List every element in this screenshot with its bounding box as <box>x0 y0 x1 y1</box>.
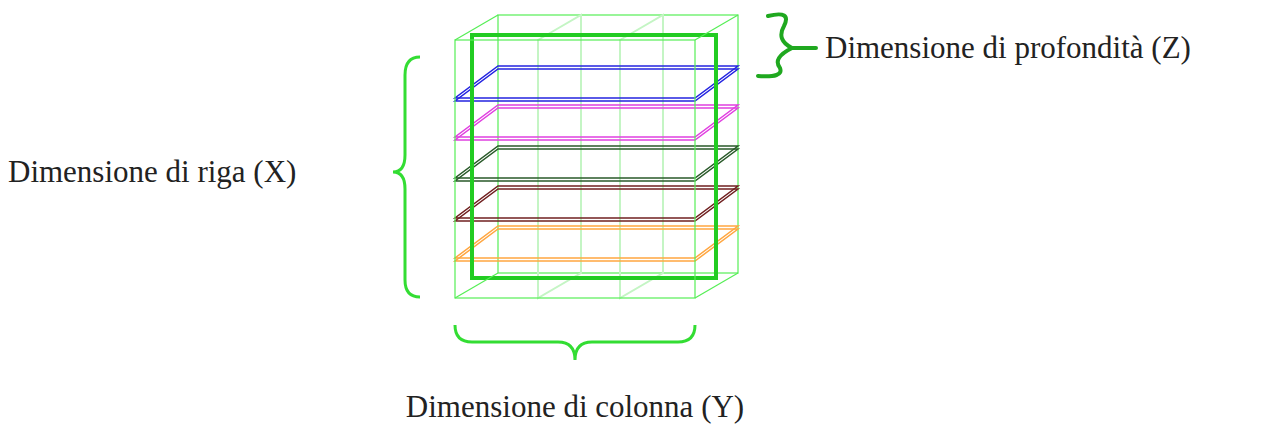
row-brace <box>393 57 420 297</box>
cube-back-face <box>498 15 738 273</box>
depth-slice <box>472 35 716 278</box>
depth-bracket <box>758 14 816 76</box>
cube-front-face <box>455 15 738 298</box>
axis-label: Dimensione di colonna (Y) <box>406 388 744 425</box>
column-brace <box>455 325 695 360</box>
column-slices <box>538 15 663 298</box>
axis-label: Dimensione di riga (X) <box>8 153 296 190</box>
axis-label: Dimensione di profondità (Z) <box>825 29 1191 66</box>
